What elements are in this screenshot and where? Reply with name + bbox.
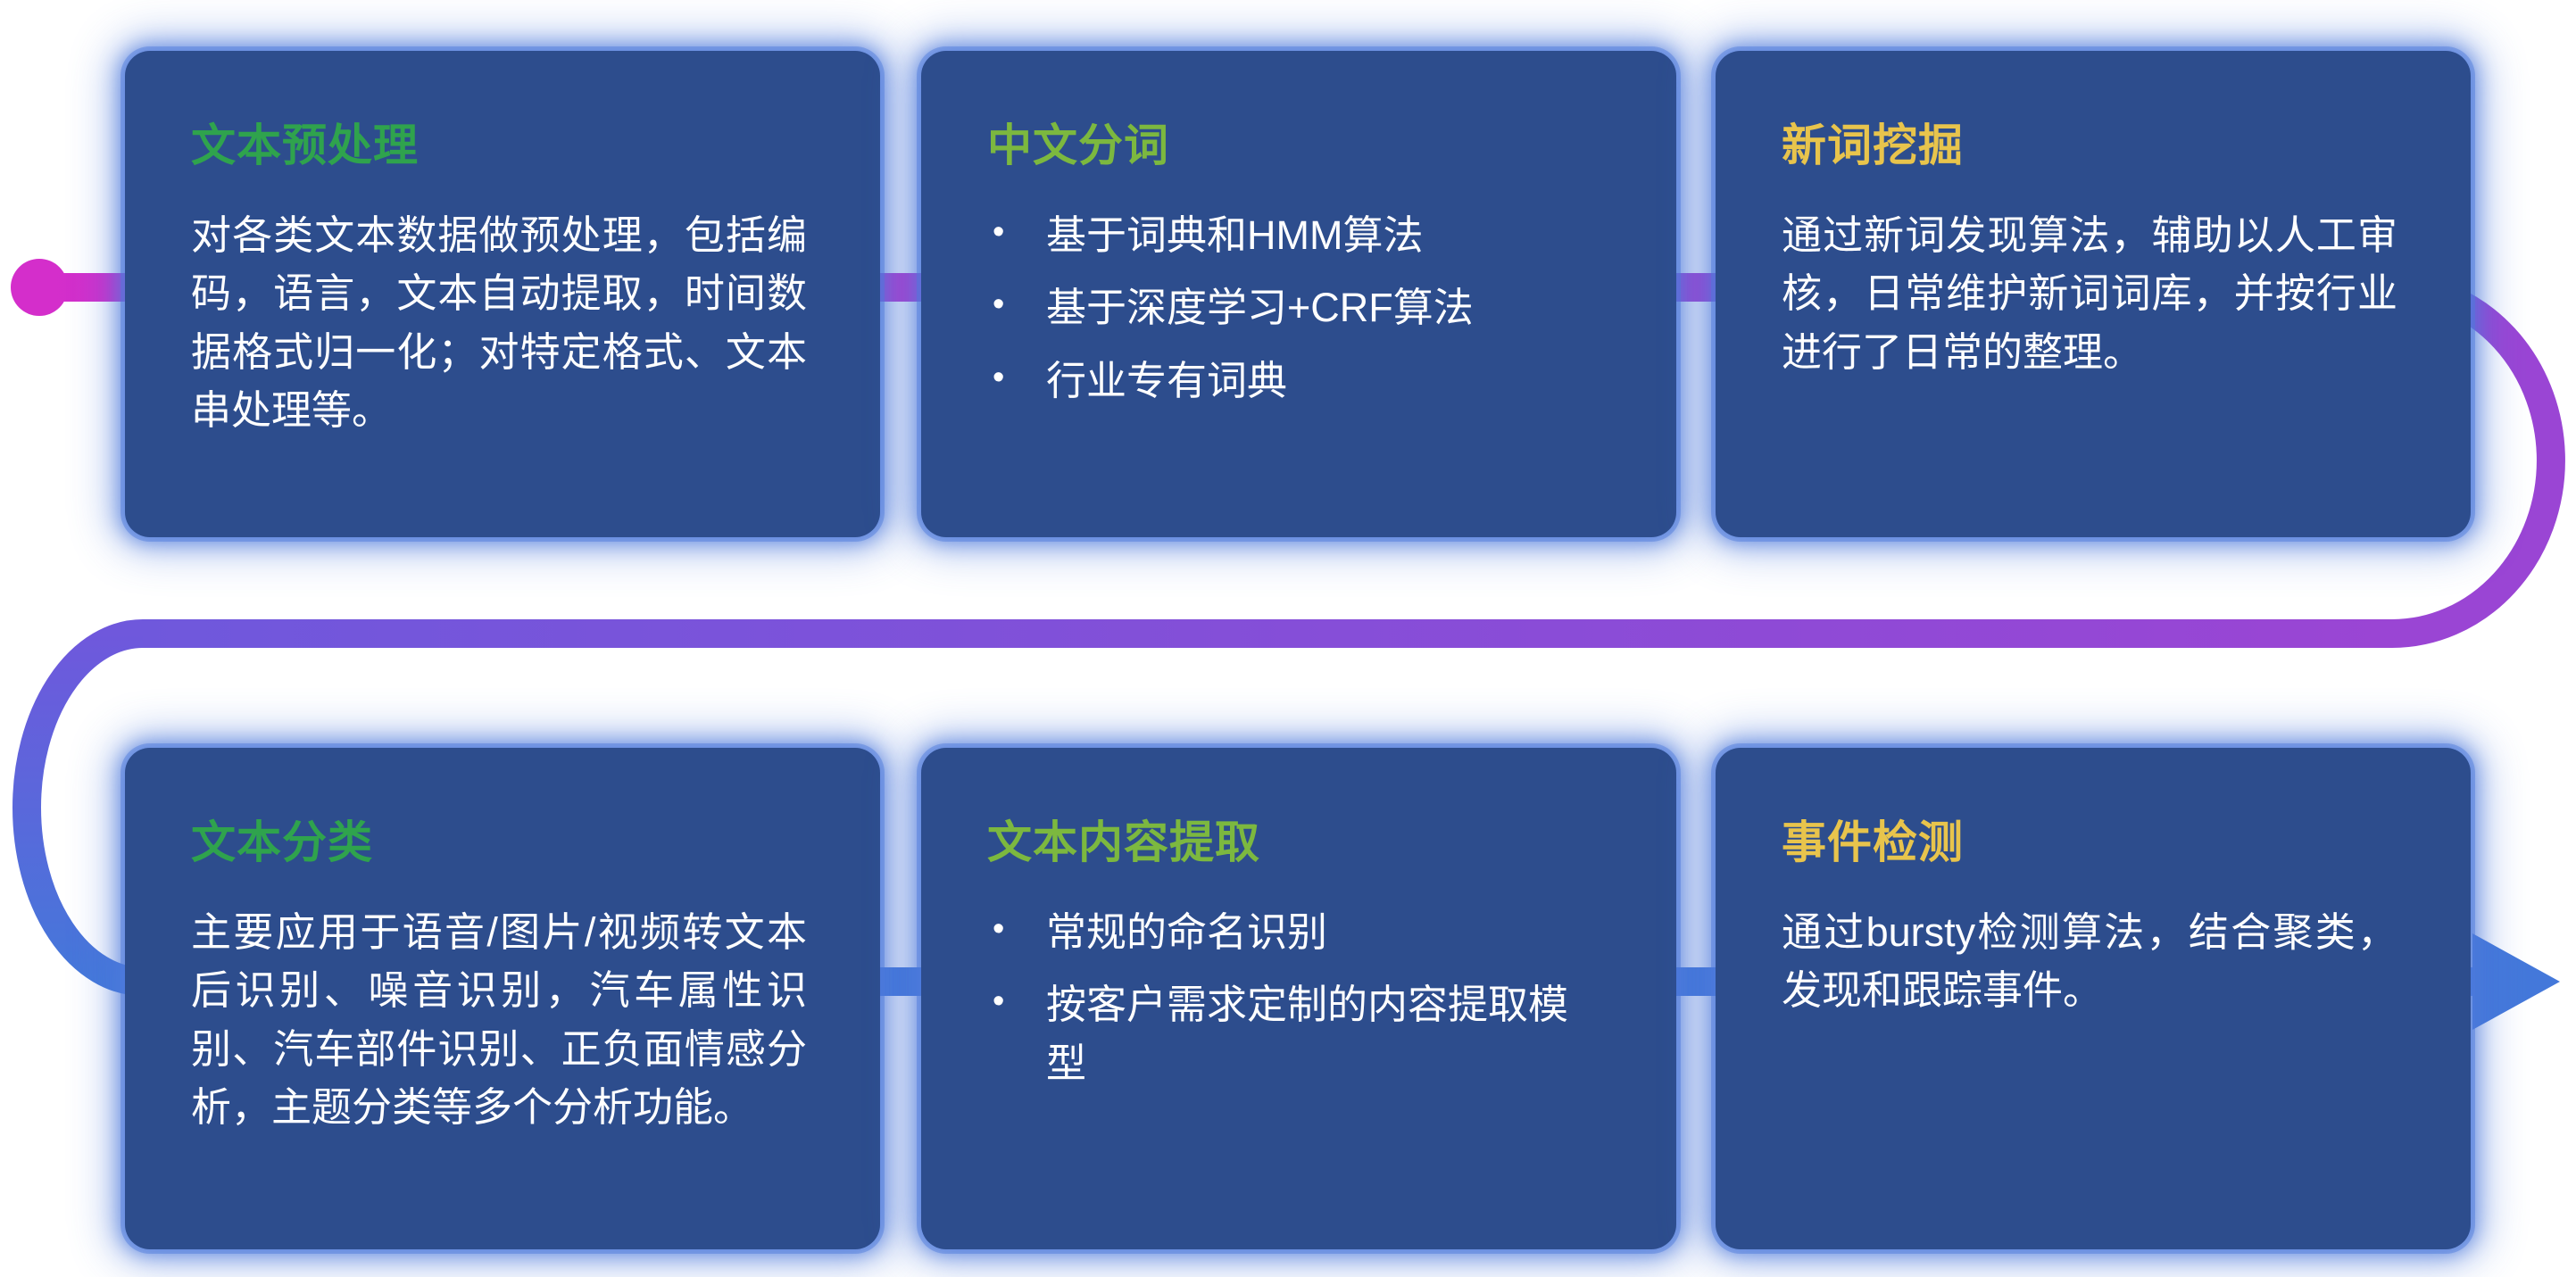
flow-curve-left [12, 619, 144, 996]
card-title: 文本内容提取 [987, 817, 1260, 867]
card-body: 主要应用于语音/图片/视频转文本后识别、噪音识别，汽车属性识别、汽车部件识别、正… [191, 909, 807, 1130]
card-body: 对各类文本数据做预处理，包括编码，语言，文本自动提取，时间数据格式归一化；对特定… [191, 212, 807, 433]
bullet-item: 基于深度学习+CRF算法 [987, 278, 1603, 336]
flow-arrow-head-icon [2472, 933, 2560, 1030]
card-new-word-mining: 新词挖掘 通过新词发现算法，辅助以人工审核，日常维护新词词库，并按行业进行了日常… [1716, 51, 2471, 537]
card-event-detection: 事件检测 通过bursty检测算法，结合聚类，发现和跟踪事件。 [1716, 748, 2471, 1249]
card-title: 文本分类 [191, 817, 373, 867]
card-body: 通过新词发现算法，辅助以人工审核，日常维护新词词库，并按行业进行了日常的整理。 [1782, 212, 2397, 375]
card-title: 中文分词 [987, 120, 1169, 170]
bullet-list: 基于词典和HMM算法 基于深度学习+CRF算法 行业专有词典 [987, 206, 1603, 410]
card-body: 通过bursty检测算法，结合聚类，发现和跟踪事件。 [1782, 909, 2397, 1014]
bullet-item: 基于词典和HMM算法 [987, 206, 1603, 264]
bullet-item: 常规的命名识别 [987, 903, 1603, 961]
bullet-list: 常规的命名识别 按客户需求定制的内容提取模型 [987, 903, 1603, 1092]
card-title: 新词挖掘 [1782, 120, 1964, 170]
card-text-classification: 文本分类 主要应用于语音/图片/视频转文本后识别、噪音识别，汽车属性识别、汽车部… [125, 748, 880, 1249]
bullet-item: 行业专有词典 [987, 352, 1603, 410]
card-title: 事件检测 [1782, 817, 1964, 867]
card-text-preprocessing: 文本预处理 对各类文本数据做预处理，包括编码，语言，文本自动提取，时间数据格式归… [125, 51, 880, 537]
bullet-item: 按客户需求定制的内容提取模型 [987, 975, 1603, 1092]
card-text-content-extraction: 文本内容提取 常规的命名识别 按客户需求定制的内容提取模型 [921, 748, 1676, 1249]
card-chinese-word-segmentation: 中文分词 基于词典和HMM算法 基于深度学习+CRF算法 行业专有词典 [921, 51, 1676, 537]
card-title: 文本预处理 [191, 120, 419, 170]
